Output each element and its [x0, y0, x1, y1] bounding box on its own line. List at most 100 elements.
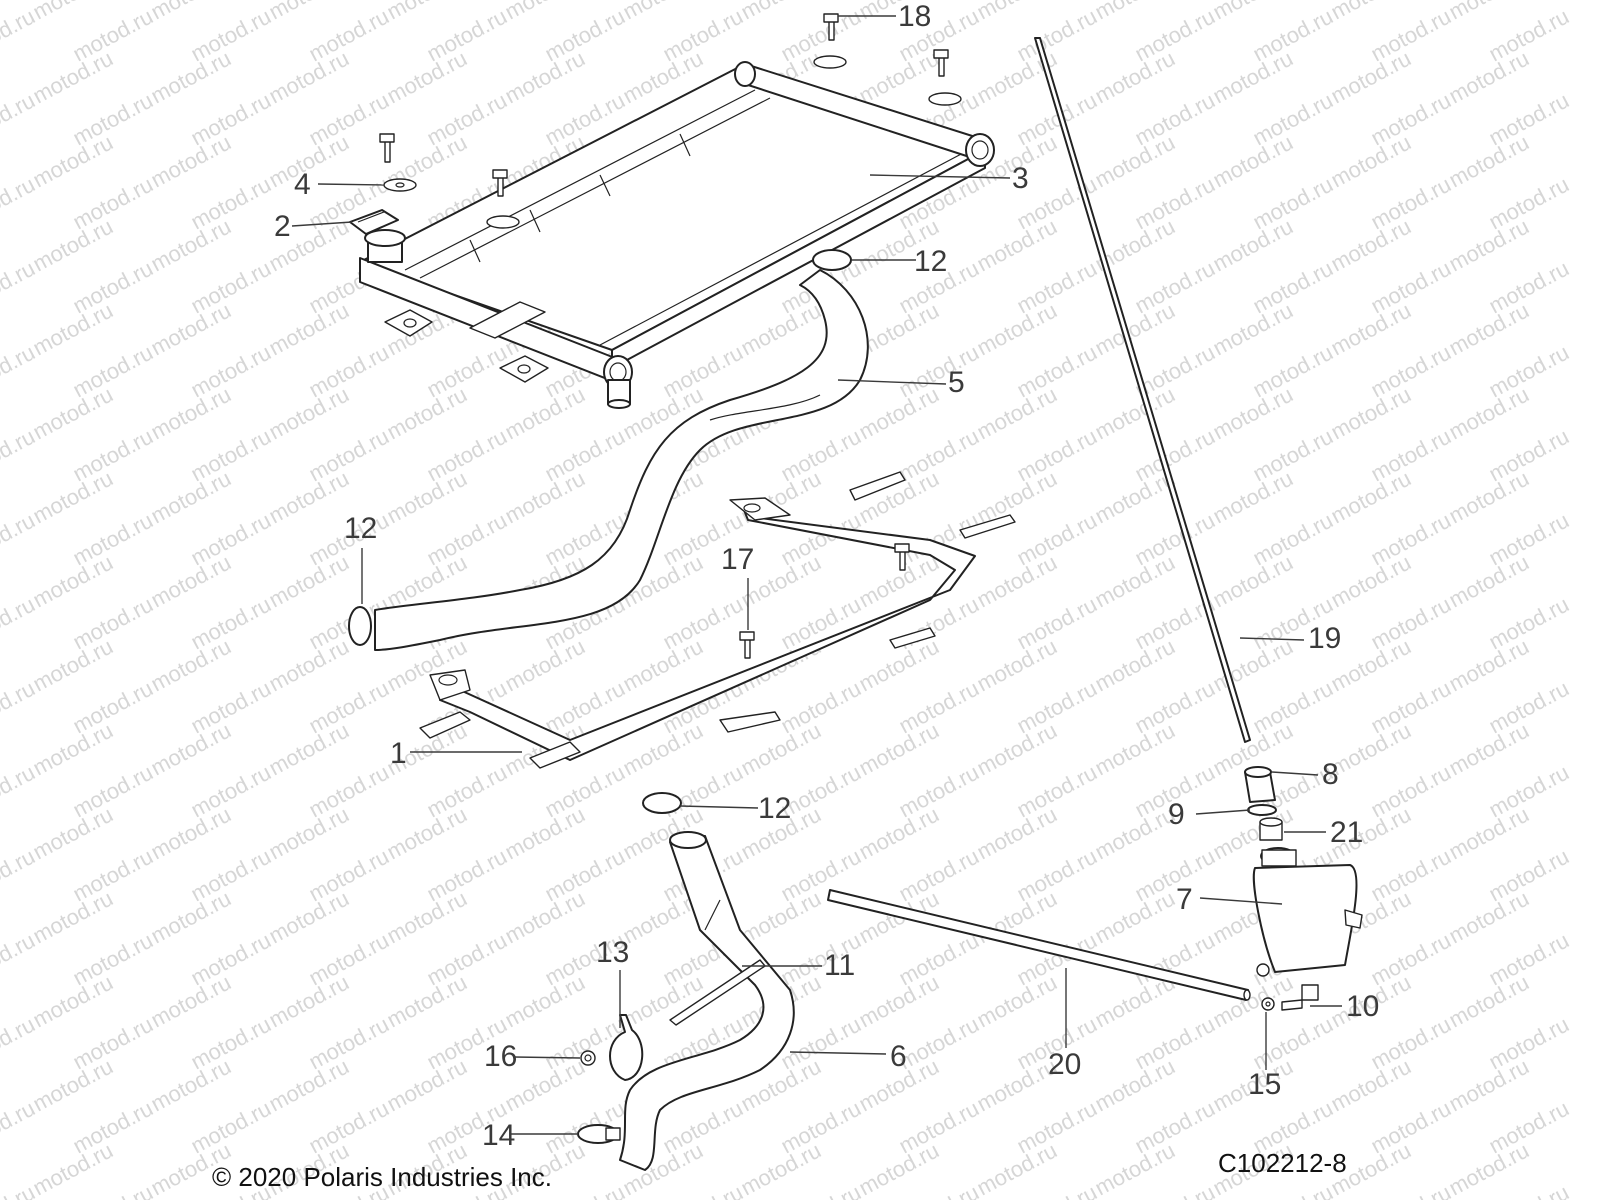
reservoir-seal [1247, 804, 1277, 816]
watermark-text: motod.ru [973, 382, 1061, 445]
vent-rod [1034, 37, 1251, 743]
watermark-text: motod.ru [855, 1138, 943, 1200]
watermark-text: motod.ru [265, 550, 353, 613]
watermark-text: motod.ru [29, 718, 117, 781]
watermark-text: motod.ru [147, 298, 235, 361]
watermark-text: motod.ru [541, 1180, 629, 1200]
watermark-text: motod.ru [147, 970, 235, 1033]
watermark-text: motod.ru [1445, 886, 1533, 949]
watermark-text: motod.ru [1091, 46, 1179, 109]
watermark-text: motod.ru [855, 718, 943, 781]
callout-19: 19 [1308, 622, 1341, 655]
watermark-text: motod.ru [29, 550, 117, 613]
watermark-text: motod.ru [1327, 214, 1415, 277]
watermark-text: motod.ru [265, 298, 353, 361]
watermark-text: motod.ru [29, 970, 117, 1033]
watermark-text: motod.ru [29, 46, 117, 109]
watermark-text: motod.ru [855, 970, 943, 1033]
watermark-text: motod.ru [1327, 466, 1415, 529]
leader-line-16 [513, 1056, 581, 1059]
bolt-17 [739, 543, 910, 659]
watermark-text: motod.ru [29, 0, 117, 24]
watermark-text: motod.ru [383, 886, 471, 949]
watermark-text: motod.ru [973, 214, 1061, 277]
watermark-text: motod.ru [0, 1096, 39, 1159]
watermark-text: motod.ru [147, 46, 235, 109]
callout-10: 10 [1346, 990, 1379, 1023]
watermark-text: motod.ru [501, 0, 589, 24]
watermark-text: motod.ru [29, 382, 117, 445]
watermark-text: motod.ru [1445, 298, 1533, 361]
watermark-text: motod.ru [265, 1054, 353, 1117]
watermark-text: motod.ru [1445, 0, 1533, 24]
watermark-text: motod.ru [973, 970, 1061, 1033]
radiator-cap [349, 209, 399, 235]
hose-clamps [348, 249, 852, 814]
watermark-text: motod.ru [737, 0, 825, 24]
watermark-text: motod.ru [0, 340, 39, 403]
callout-4: 4 [294, 168, 311, 201]
watermark-text: motod.ru [1013, 1180, 1101, 1200]
watermark-text: motod.ru [737, 886, 825, 949]
watermark-text: motod.ru [0, 928, 39, 991]
screw-15 [1261, 997, 1275, 1011]
leader-line-3 [869, 174, 1011, 179]
watermark-text: motod.ru [1445, 466, 1533, 529]
watermark-text: motod.ru [147, 718, 235, 781]
watermark-text: motod.ru [1209, 466, 1297, 529]
watermark-text: motod.ru [973, 0, 1061, 24]
watermark-text: motod.ru [973, 298, 1061, 361]
watermark-text: motod.ru [501, 466, 589, 529]
watermark-text: motod.ru [147, 886, 235, 949]
watermark-text: motod.ru [265, 718, 353, 781]
watermark-text: motod.ru [1209, 550, 1297, 613]
callout-6: 6 [890, 1040, 907, 1073]
watermark-text: motod.ru [0, 172, 39, 235]
lower-hose [619, 831, 795, 1171]
watermark-text: motod.ru [1091, 0, 1179, 24]
watermark-text: motod.ru [147, 1054, 235, 1117]
leader-line-6 [789, 1051, 887, 1055]
watermark-text: motod.ru [0, 4, 39, 67]
watermark-text: motod.ru [737, 298, 825, 361]
leader-line-19 [1239, 637, 1305, 641]
callout-12: 12 [914, 245, 947, 278]
watermark-text: motod.ru [777, 1180, 865, 1200]
watermark-text: motod.ru [1445, 1054, 1533, 1117]
copyright-text: © 2020 Polaris Industries Inc. [212, 1162, 552, 1192]
callout-1: 1 [390, 737, 407, 770]
watermark-text: motod.ru [1249, 1180, 1337, 1200]
watermark-text: motod.ru [147, 634, 235, 697]
watermark-text: motod.ru [0, 592, 39, 655]
leader-line-8 [1271, 771, 1319, 776]
watermark-text: motod.ru [1445, 46, 1533, 109]
leader-line-9 [1195, 809, 1251, 815]
watermark-text: motod.ru [0, 424, 39, 487]
watermark-text: motod.ru [265, 382, 353, 445]
watermark-text: motod.ru [1445, 634, 1533, 697]
watermark-text: motod.ru [501, 382, 589, 445]
watermark-text: motod.ru [1209, 382, 1297, 445]
watermark-text: motod.ru [29, 298, 117, 361]
watermark-text: motod.ru [1445, 550, 1533, 613]
watermark-text: motod.ru [619, 0, 707, 24]
upper-hose [374, 269, 869, 651]
watermark-text: motod.ru [147, 0, 235, 24]
watermark-text: motod.ru [265, 0, 353, 24]
callout-12: 12 [344, 512, 377, 545]
watermark-text: motod.ru [383, 466, 471, 529]
watermark-text: motod.ru [1209, 0, 1297, 24]
watermark-text: motod.ru [1445, 1138, 1533, 1200]
callout-9: 9 [1168, 798, 1185, 831]
leader-line-7 [1199, 897, 1283, 905]
watermark-text: motod.ru [0, 88, 39, 151]
leader-line-5 [837, 379, 947, 385]
watermark-text: motod.ru [265, 46, 353, 109]
callout-3: 3 [1012, 162, 1029, 195]
watermark-text: motod.ru [29, 214, 117, 277]
watermark-text: motod.ru [973, 718, 1061, 781]
watermark-text: motod.ru [1131, 1180, 1219, 1200]
watermark-text: motod.ru [1327, 1054, 1415, 1117]
